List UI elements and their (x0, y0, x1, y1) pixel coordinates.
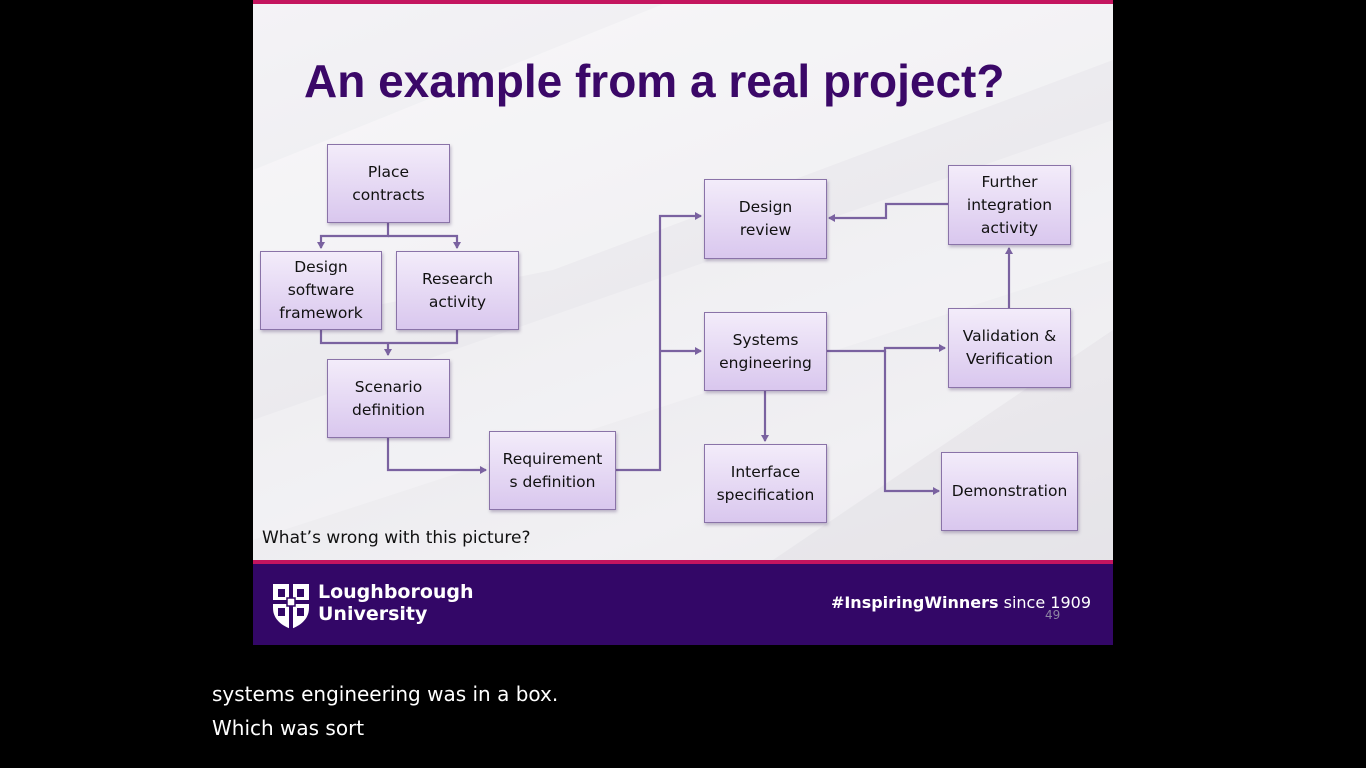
connector-further-to-design-review (828, 202, 949, 222)
subtitle-line-2: Which was sort (212, 716, 365, 740)
tagline-hashtag: #InspiringWinners (830, 593, 999, 612)
box-demonstration-label: Demonstration (951, 482, 1068, 500)
connector-scenario-to-requirements (386, 438, 487, 474)
university-name-line2: University (318, 603, 428, 625)
box-design-software-framework-label: Design software framework (279, 258, 363, 322)
box-scenario-definition: Scenario definition (327, 359, 450, 438)
box-scenario-definition-label: Scenario definition (352, 377, 425, 419)
box-research-activity: Research activity (396, 251, 519, 330)
slide-caption: What’s wrong with this picture? (262, 528, 531, 548)
box-demonstration: Demonstration (941, 452, 1078, 531)
presentation-slide: An example from a real project? (253, 0, 1113, 645)
box-design-review-label: Design review (738, 198, 793, 239)
slide-footer: Loughborough University #InspiringWinner… (253, 564, 1113, 645)
tagline-since: since 1909 (998, 593, 1091, 612)
box-validation-verification-label: Validation & Verification (962, 327, 1057, 368)
box-place-contracts: Place contracts (327, 144, 450, 223)
university-name: Loughborough University (318, 581, 474, 625)
slide-number: 49 (1045, 608, 1061, 622)
box-place-contracts-label: Place contracts (352, 162, 425, 204)
box-further-integration-activity: Further integration activity (948, 165, 1071, 245)
footer-tagline: #InspiringWinners since 1909 (831, 593, 1091, 612)
connector-place-to-research (388, 234, 461, 249)
box-systems-engineering-label: Systems engineering (719, 330, 812, 372)
connector-place-to-split (317, 223, 390, 249)
subtitle-line-1: systems engineering was in a box. (212, 682, 559, 706)
box-design-review: Design review (704, 179, 827, 259)
box-requirements-definition: Requirement s definition (489, 431, 616, 510)
connector-design-software-merge (319, 330, 459, 345)
box-interface-specification: Interface specification (704, 444, 827, 523)
connector-systems-to-demonstration (883, 351, 940, 495)
box-requirements-definition-label: Requirement s definition (502, 449, 603, 491)
box-systems-engineering: Systems engineering (704, 312, 827, 391)
slide-title: An example from a real project? (304, 55, 1005, 107)
box-further-integration-activity-label: Further integration activity (966, 172, 1053, 237)
connector-systems-to-validation (827, 344, 946, 353)
footer-accent-rule (253, 560, 1113, 564)
top-accent-rule (253, 0, 1113, 4)
flow-diagram-connectors (317, 202, 1013, 495)
university-name-line1: Loughborough (318, 581, 474, 603)
university-crest-icon (273, 584, 309, 629)
box-interface-specification-label: Interface specification (716, 462, 815, 504)
subtitles: systems engineering was in a box. Which … (212, 677, 558, 745)
connector-requirements-out (616, 212, 702, 472)
box-validation-verification: Validation & Verification (948, 308, 1071, 388)
box-research-activity-label: Research activity (421, 269, 494, 311)
box-design-software-framework: Design software framework (260, 251, 382, 330)
